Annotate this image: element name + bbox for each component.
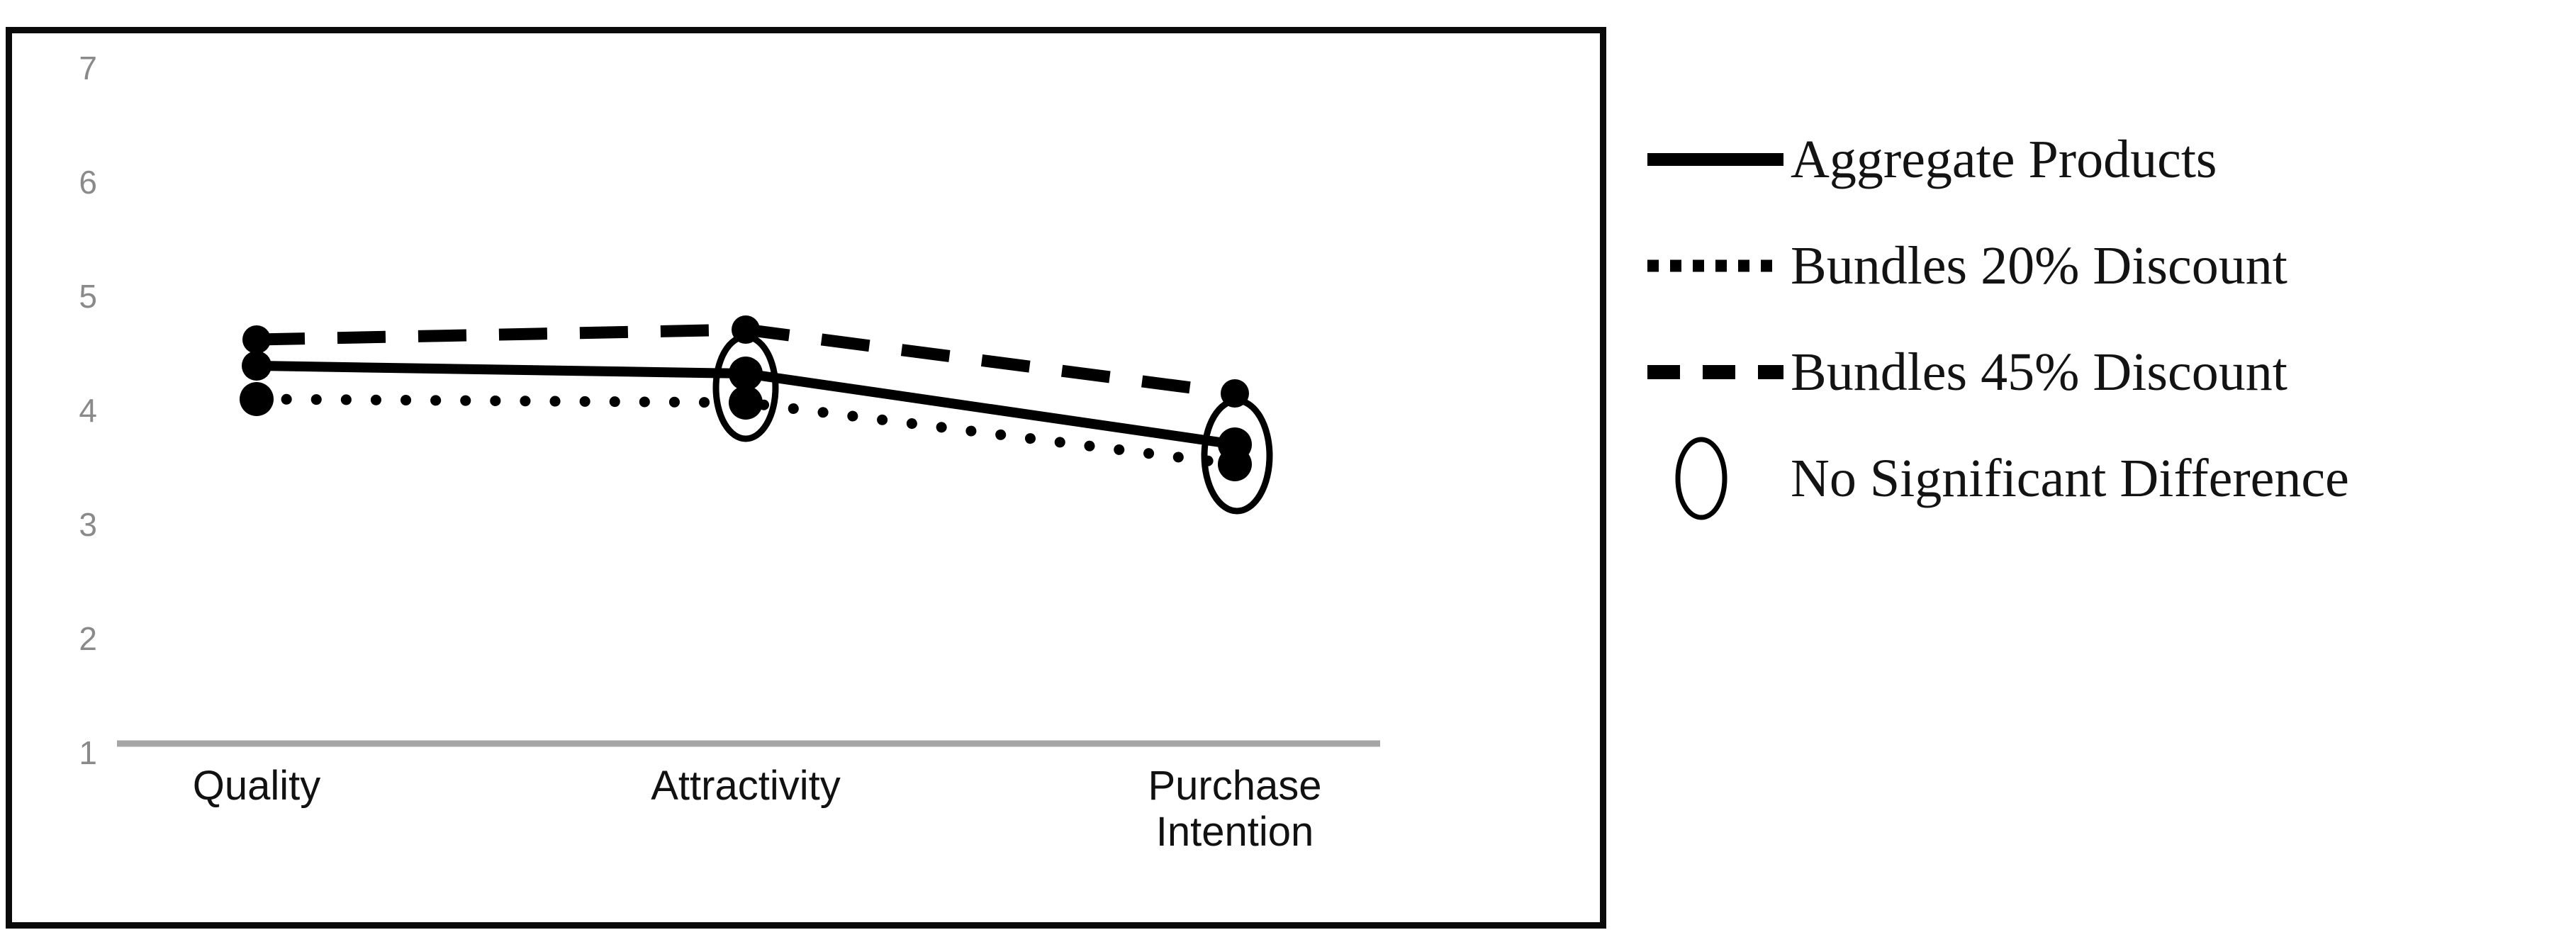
legend-label-no-significant-difference: No Significant Difference bbox=[1791, 449, 2349, 508]
ellipse-key bbox=[1645, 437, 1786, 520]
dashed-line-key bbox=[1645, 351, 1786, 393]
legend-label-bundles-20: Bundles 20% Discount bbox=[1791, 236, 2287, 296]
marker-aggregate-quality bbox=[242, 351, 271, 381]
dotted-line-key bbox=[1645, 245, 1786, 287]
legend-label-bundles-45: Bundles 45% Discount bbox=[1791, 342, 2287, 402]
x-axis-tick-purchase-intention: Purchase Intention bbox=[1148, 763, 1322, 855]
marker-bundles-20-quality bbox=[240, 382, 274, 416]
plot-area bbox=[117, 315, 1380, 747]
y-axis-tick-3: 3 bbox=[79, 506, 97, 543]
legend-label-aggregate-products: Aggregate Products bbox=[1791, 130, 2217, 189]
no-significant-difference-ellipse-purchase bbox=[1201, 397, 1273, 515]
chart-legend: Aggregate Products Bundles 20% Discount … bbox=[1645, 106, 2566, 673]
y-axis-tick-7: 7 bbox=[79, 50, 97, 86]
legend-item-no-significant-difference[interactable]: No Significant Difference bbox=[1645, 425, 2566, 532]
no-significant-difference-ellipse-attractivity bbox=[712, 333, 779, 442]
x-axis-tick-attractivity: Attractivity bbox=[651, 763, 841, 809]
legend-item-bundles-45[interactable]: Bundles 45% Discount bbox=[1645, 319, 2566, 425]
solid-line-key bbox=[1645, 138, 1786, 181]
marker-aggregate-attract bbox=[729, 357, 763, 391]
y-axis-tick-2: 2 bbox=[79, 620, 97, 657]
x-axis-tick-quality: Quality bbox=[192, 763, 321, 809]
y-axis-tick-5: 5 bbox=[79, 278, 97, 315]
legend-item-bundles-20[interactable]: Bundles 20% Discount bbox=[1645, 213, 2566, 319]
chart-panel: 7 6 5 4 3 2 1 bbox=[6, 27, 1606, 929]
legend-item-aggregate-products[interactable]: Aggregate Products bbox=[1645, 106, 2566, 213]
marker-bundles-20-purchase bbox=[1218, 447, 1252, 481]
y-axis-tick-6: 6 bbox=[79, 164, 97, 201]
y-axis-tick-1: 1 bbox=[79, 734, 97, 771]
y-axis-tick-4: 4 bbox=[79, 392, 97, 429]
marker-bundles-20-attract bbox=[729, 386, 763, 420]
marker-bundles-45-quality bbox=[242, 325, 271, 354]
